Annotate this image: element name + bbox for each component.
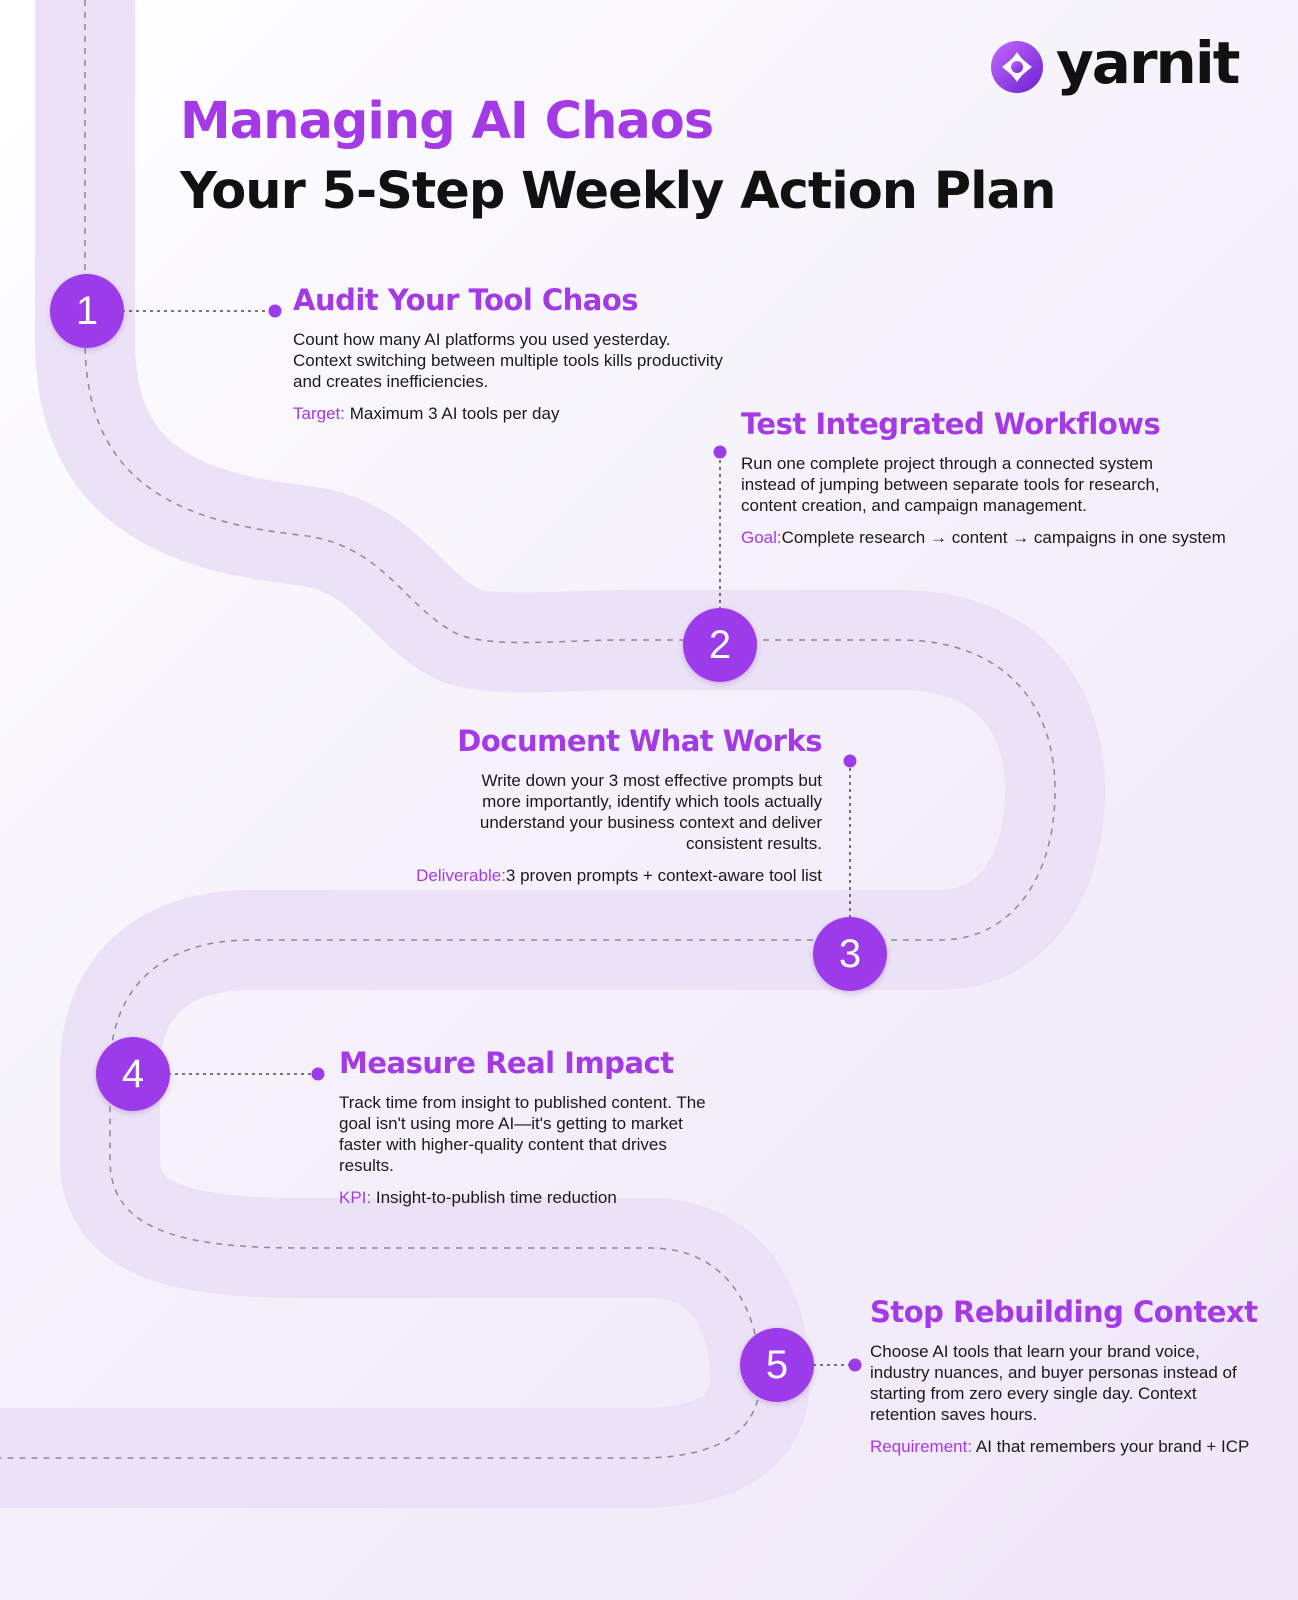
step-2-heading: Test Integrated Workflows [741,407,1161,441]
step-4-body: Track time from insight to published con… [339,1093,706,1175]
step-2: Test Integrated Workflows Run one comple… [741,407,1226,548]
step-2-value: Complete research → content → campaigns … [781,528,1226,547]
step-4-value: Insight-to-publish time reduction [375,1188,617,1207]
step-5-meta: Requirement: AI that remembers your bran… [870,1437,1260,1457]
step-2-meta: Goal:Complete research → content → campa… [741,528,1226,548]
connector-dots [268,304,862,1372]
step-4: Measure Real Impact Track time from insi… [339,1046,724,1208]
step-4-heading: Measure Real Impact [339,1046,674,1080]
step-1-meta: Target: Maximum 3 AI tools per day [293,404,733,424]
step-5: Stop Rebuilding Context Choose AI tools … [870,1295,1260,1457]
step-badge-5: 5 [740,1328,814,1402]
yarnit-logo-icon [991,41,1043,93]
step-1-heading: Audit Your Tool Chaos [293,283,639,317]
step-1-label: Target: [293,404,345,423]
step-5-value: AI that remembers your brand + ICP [975,1437,1250,1456]
brand-name: yarnit [1056,29,1240,97]
page-subtitle: Your 5-Step Weekly Action Plan [180,162,1056,221]
connector-dot-3 [843,754,857,768]
page-title: Managing AI Chaos [180,92,714,151]
step-1: Audit Your Tool Chaos Count how many AI … [293,283,733,424]
step-2-label: Goal: [741,528,782,547]
step-3: Document What Works Write down your 3 mo… [355,724,822,886]
step-5-heading: Stop Rebuilding Context [870,1295,1258,1329]
step-1-value: Maximum 3 AI tools per day [349,404,560,423]
connector-dot-1 [268,304,282,318]
step-badge-2: 2 [683,608,757,682]
connector-dot-4 [311,1067,325,1081]
step-3-value: 3 proven prompts + context-aware tool li… [505,866,822,885]
step-1-body: Count how many AI platforms you used yes… [293,330,723,391]
step-5-body: Choose AI tools that learn your brand vo… [870,1342,1237,1424]
step-2-body: Run one complete project through a conne… [741,454,1160,515]
step-3-label: Deliverable: [416,866,506,885]
road-dashed-centerline [0,0,1056,1459]
connector-dot-5 [848,1358,862,1372]
brand-logo: yarnit [990,34,1240,94]
step-badge-1: 1 [50,274,124,348]
step-3-meta: Deliverable:3 proven prompts + context-a… [355,866,822,886]
step-4-meta: KPI: Insight-to-publish time reduction [339,1188,724,1208]
connectors [122,310,855,1366]
step-3-heading: Document What Works [457,724,822,758]
step-badge-3: 3 [813,917,887,991]
connector-dot-2 [713,445,727,459]
step-3-body: Write down your 3 most effective prompts… [479,771,822,853]
step-badge-4: 4 [96,1037,170,1111]
step-5-label: Requirement: [870,1437,973,1456]
step-4-label: KPI: [339,1188,372,1207]
